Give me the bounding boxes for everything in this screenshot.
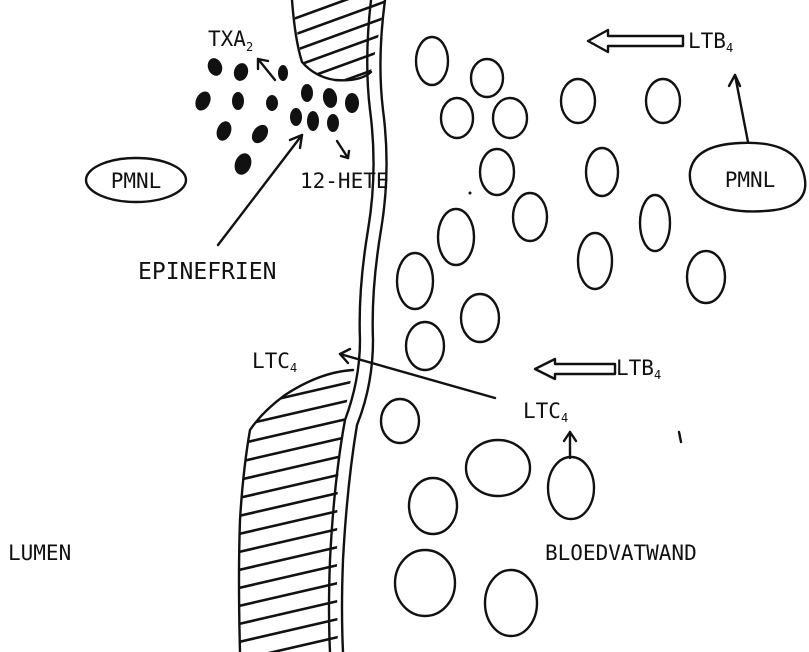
cell	[409, 478, 457, 534]
txa-text: TXA	[208, 27, 246, 51]
cell	[480, 149, 514, 195]
cell	[640, 195, 670, 251]
label-ltc4-left: LTC4	[252, 349, 297, 375]
platelet-dot	[249, 122, 272, 146]
label-ltb4-top: LTB4	[688, 29, 733, 55]
label-bloedvatwand: BLOEDVATWAND	[545, 541, 697, 565]
cell	[461, 294, 499, 342]
svg-text:LTC4: LTC4	[252, 349, 297, 375]
ltb-mid-text: LTB	[616, 356, 654, 380]
platelet-dot	[301, 84, 313, 102]
cell	[381, 399, 419, 443]
hatched-region-bottom	[230, 370, 360, 652]
label-ltc4-right: LTC4	[523, 399, 568, 425]
label-lumen: LUMEN	[8, 541, 71, 565]
label-pmnl-right: PMNL	[725, 168, 776, 192]
svg-text:LTB4: LTB4	[616, 356, 661, 382]
svg-text:TXA2: TXA2	[208, 27, 253, 54]
platelet-dot	[192, 89, 213, 113]
cell	[513, 193, 547, 241]
ltb4-arrow-mid	[535, 359, 615, 379]
ltb-top-subscript: 4	[726, 41, 733, 55]
platelet-dot	[214, 119, 234, 143]
platelet-dot	[321, 87, 338, 109]
cell	[586, 148, 618, 196]
platelet-dot	[232, 92, 244, 110]
platelet-cluster	[192, 56, 359, 177]
cell	[406, 322, 444, 370]
label-pmnl-left: PMNL	[111, 169, 162, 193]
cell	[397, 253, 433, 309]
cell	[485, 570, 537, 636]
platelet-dot	[205, 56, 224, 78]
platelet-dot	[232, 61, 250, 82]
ltc-left-text: LTC	[252, 349, 290, 373]
platelet-dot	[345, 93, 359, 113]
hatched-region-top	[285, 0, 395, 102]
ltc-right-subscript: 4	[561, 411, 568, 425]
cell	[687, 251, 725, 303]
cell	[416, 37, 448, 85]
ltc-left-subscript: 4	[290, 361, 297, 375]
cell	[466, 440, 530, 496]
cell	[578, 233, 612, 289]
platelet-dot	[278, 65, 288, 81]
platelet-dot	[307, 111, 319, 131]
cell	[493, 98, 527, 138]
platelet-dot	[290, 108, 302, 126]
label-epinefrien: EPINEFRIEN	[138, 259, 276, 285]
ltb-top-text: LTB	[688, 29, 726, 53]
label-12-hete: 12-HETE	[300, 169, 389, 193]
cell	[471, 59, 503, 97]
ltc-right-text: LTC	[523, 399, 561, 423]
ltb4-arrow-top	[588, 30, 683, 52]
svg-text:LTB4: LTB4	[688, 29, 733, 55]
platelet-dot	[327, 114, 339, 132]
cell	[561, 79, 595, 123]
svg-text:LTC4: LTC4	[523, 399, 568, 425]
ltb-mid-subscript: 4	[654, 368, 661, 382]
cell	[548, 457, 594, 519]
label-ltb4-mid: LTB4	[616, 356, 661, 382]
cell	[395, 550, 455, 616]
cell	[646, 79, 680, 123]
cell	[438, 209, 474, 265]
label-txa2: TXA2	[208, 27, 253, 54]
cell	[441, 98, 473, 138]
platelet-dot	[232, 151, 255, 177]
platelet-dot	[266, 95, 278, 111]
txa-subscript: 2	[246, 40, 253, 54]
